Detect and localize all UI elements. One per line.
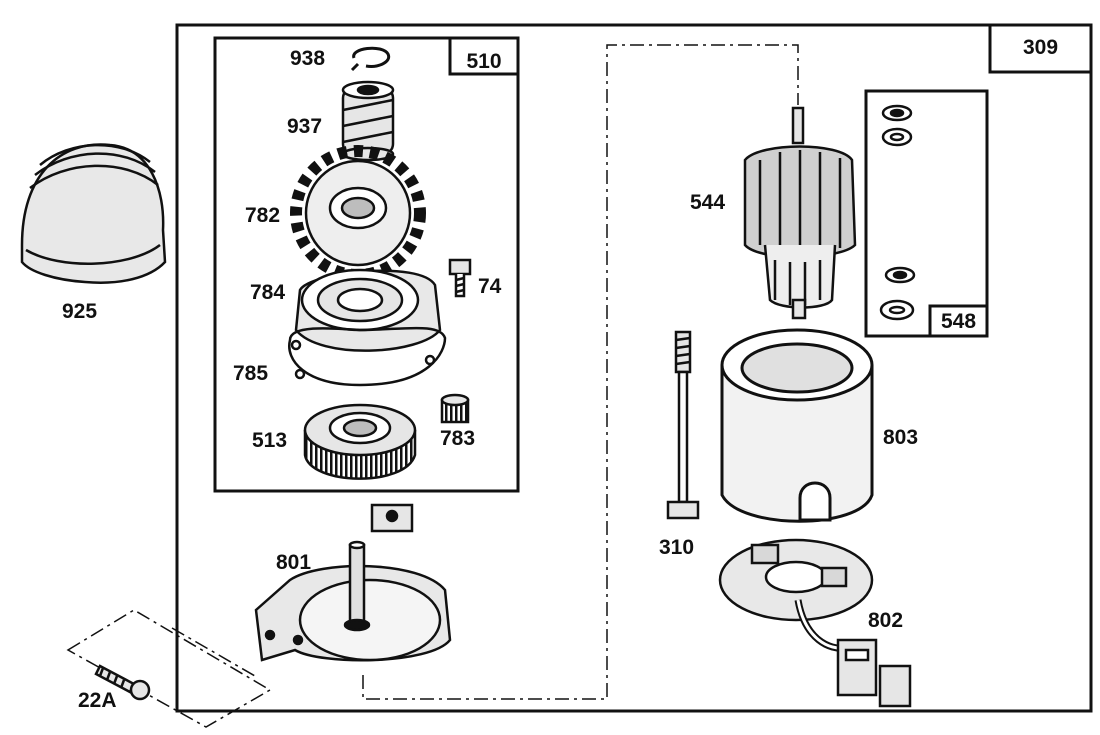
- label-513: 513: [252, 429, 288, 452]
- starter-cover: [20, 143, 167, 284]
- pinion-gear: [440, 393, 470, 424]
- gear-housing: [294, 268, 442, 352]
- screw-22a: [94, 664, 151, 701]
- assembly-lines: [66, 44, 799, 728]
- label-309: 309: [1022, 36, 1059, 59]
- label-802: 802: [868, 609, 904, 632]
- mounting-bolt-74: [448, 258, 472, 298]
- brush-plate: [718, 538, 912, 708]
- retaining-clip: [350, 46, 391, 72]
- label-938: 938: [290, 47, 326, 70]
- label-548: 548: [940, 310, 977, 333]
- ring-gear: [303, 403, 417, 480]
- label-801: 801: [276, 551, 312, 574]
- label-544: 544: [690, 191, 726, 214]
- label-74: 74: [478, 275, 502, 298]
- armature: [743, 106, 857, 320]
- label-310: 310: [659, 536, 695, 559]
- label-22a: 22A: [78, 689, 117, 712]
- gear-kit-frame: [213, 36, 520, 493]
- washers: [879, 104, 916, 321]
- washer-kit-frame: [864, 89, 989, 338]
- label-510: 510: [466, 50, 502, 73]
- label-782: 782: [245, 204, 281, 227]
- outer-frame: [175, 23, 1093, 713]
- field-frame: [720, 328, 874, 523]
- gasket: [288, 326, 447, 387]
- label-803: 803: [883, 426, 919, 449]
- label-785: 785: [233, 362, 269, 385]
- helix-screw: [341, 80, 395, 162]
- label-783: 783: [440, 427, 476, 450]
- label-925: 925: [62, 300, 98, 323]
- label-937: 937: [287, 115, 323, 138]
- label-784: 784: [250, 281, 286, 304]
- drive-gear: [290, 145, 426, 281]
- through-bolt: [666, 330, 700, 520]
- drive-end-cap: [254, 503, 452, 662]
